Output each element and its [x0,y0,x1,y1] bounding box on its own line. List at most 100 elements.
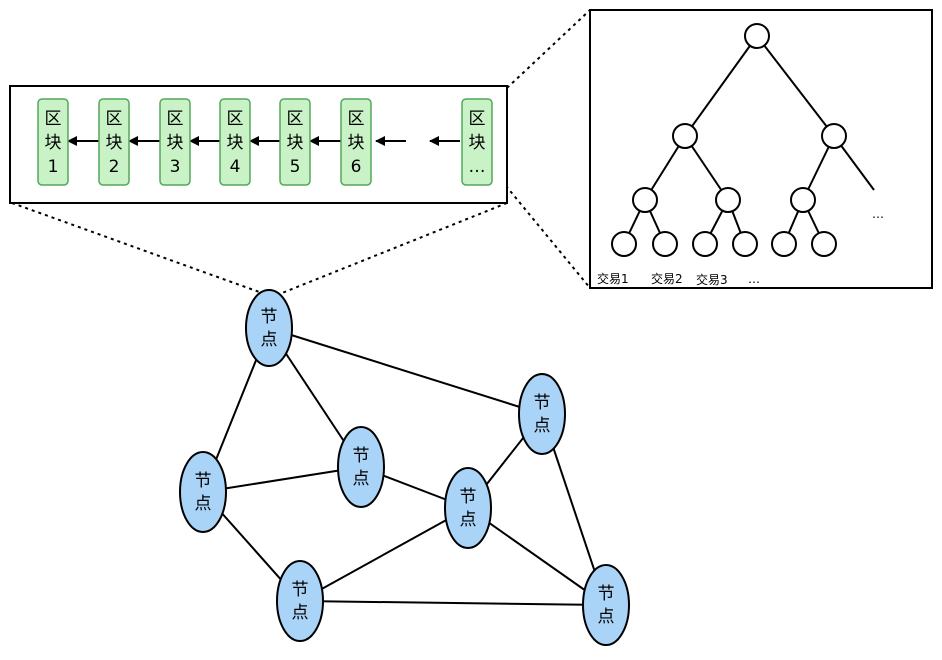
blocks: 区 块 1 区 块 2 区 块 3 区 块 4 [37,98,493,186]
network-node-label-line2: 点 [353,469,370,489]
block-label-line2: 块 [167,133,184,153]
connector-block-to-tree-bottom [496,174,591,289]
network-node-label-line1: 节 [261,307,278,327]
connector-block-to-tree-top [506,9,591,89]
connector-node-to-chain-left [11,202,263,294]
block-shape [219,98,251,186]
network-nodes: 节 点 节 点 节 点 节 点 节 点 [179,289,630,646]
tree-node [611,231,637,257]
block: 区 块 1 [37,98,69,186]
network-graph: 节 点 节 点 节 点 节 点 节 点 [179,289,630,646]
network-node-shape [276,560,324,642]
network-edge [268,327,543,415]
block: 区 块 4 [219,98,251,186]
tree-node [672,123,698,149]
tree-node [771,231,797,257]
block-label-line2: 块 [227,133,244,153]
tree-nodes [611,23,847,257]
network-node-label-line2: 点 [195,494,212,514]
network-node-label-line2: 点 [598,607,615,627]
zoom-connectors [11,9,591,294]
tree-node [652,231,678,257]
block-label-line2: 块 [287,133,304,153]
block-shape [159,98,191,186]
network-node: 节 点 [444,467,492,549]
blockchain-frame [9,85,508,204]
block-label-line3: 3 [170,157,181,177]
block-label-line1: 区 [45,109,62,129]
transaction-label: 交易2 [651,271,683,286]
block: 区 块 3 [159,98,191,186]
merkle-tree-frame [589,9,933,289]
block-label-line1: 区 [227,109,244,129]
tree-node [732,231,758,257]
tree-node [715,187,741,213]
tree-node [811,231,837,257]
network-edges [202,327,607,606]
network-node-label-line2: 点 [460,510,477,530]
connector-node-to-chain-right [281,202,508,294]
block: 区 块 5 [279,98,311,186]
network-node-shape [444,467,492,549]
network-node: 节 点 [582,564,630,646]
block-shape [340,98,372,186]
tree-node [821,123,847,149]
block-label-line2: 块 [45,133,62,153]
block-label-line1: 区 [469,109,486,129]
network-node-label-line2: 点 [292,603,309,623]
block-shape [37,98,69,186]
block-label-line1: 区 [348,109,365,129]
network-node-label-line1: 节 [534,393,551,413]
block-label-line2: 块 [106,133,123,153]
network-edge [467,507,607,606]
tree-ellipsis: … [872,207,884,221]
block-shape [279,98,311,186]
block-label-line3: 2 [109,157,120,177]
transaction-label: 交易3 [696,272,728,287]
network-node-label-line1: 节 [292,580,309,600]
tree-node [632,187,658,213]
block-label-line3: 5 [290,157,301,177]
block-label-line3: … [469,157,486,177]
block-shape [461,98,493,186]
network-node-label-line2: 点 [534,416,551,436]
network-node-shape [245,289,293,367]
block: 区 块 6 [340,98,372,186]
network-node-label-line1: 节 [460,487,477,507]
network-node: 节 点 [518,373,566,455]
transaction-label: … [748,272,760,286]
tree-edge [756,35,835,137]
block-label-line2: 块 [348,133,365,153]
block: 区 块 … [461,98,493,186]
block-label-line1: 区 [106,109,123,129]
network-node-shape [518,373,566,455]
block-shape [98,98,130,186]
network-edge [299,507,469,602]
blockchain-panel: 区 块 1 区 块 2 区 块 3 区 块 4 [9,85,508,204]
block-label-line1: 区 [167,109,184,129]
block-label-line3: 4 [230,157,241,177]
network-node: 节 点 [276,560,324,642]
network-node-label-line1: 节 [353,446,370,466]
block: 区 块 2 [98,98,130,186]
merkle-tree-panel: … 交易1 交易2 交易3 … [589,9,933,289]
network-node-shape [179,451,227,533]
network-node-label-line1: 节 [598,584,615,604]
transaction-label: 交易1 [597,271,629,286]
network-edge [202,466,362,493]
tree-edge [684,35,758,137]
tree-node [692,231,718,257]
network-node: 节 点 [179,451,227,533]
network-edge [299,600,607,606]
network-node-label-line1: 节 [195,471,212,491]
network-node-shape [337,426,385,508]
tree-node [744,23,770,49]
block-label-line1: 区 [287,109,304,129]
network-node-shape [582,564,630,646]
block-label-line2: 块 [469,133,486,153]
block-label-line3: 1 [48,157,59,177]
block-label-line3: 6 [351,157,362,177]
tree-node [790,187,816,213]
network-node: 节 点 [337,426,385,508]
